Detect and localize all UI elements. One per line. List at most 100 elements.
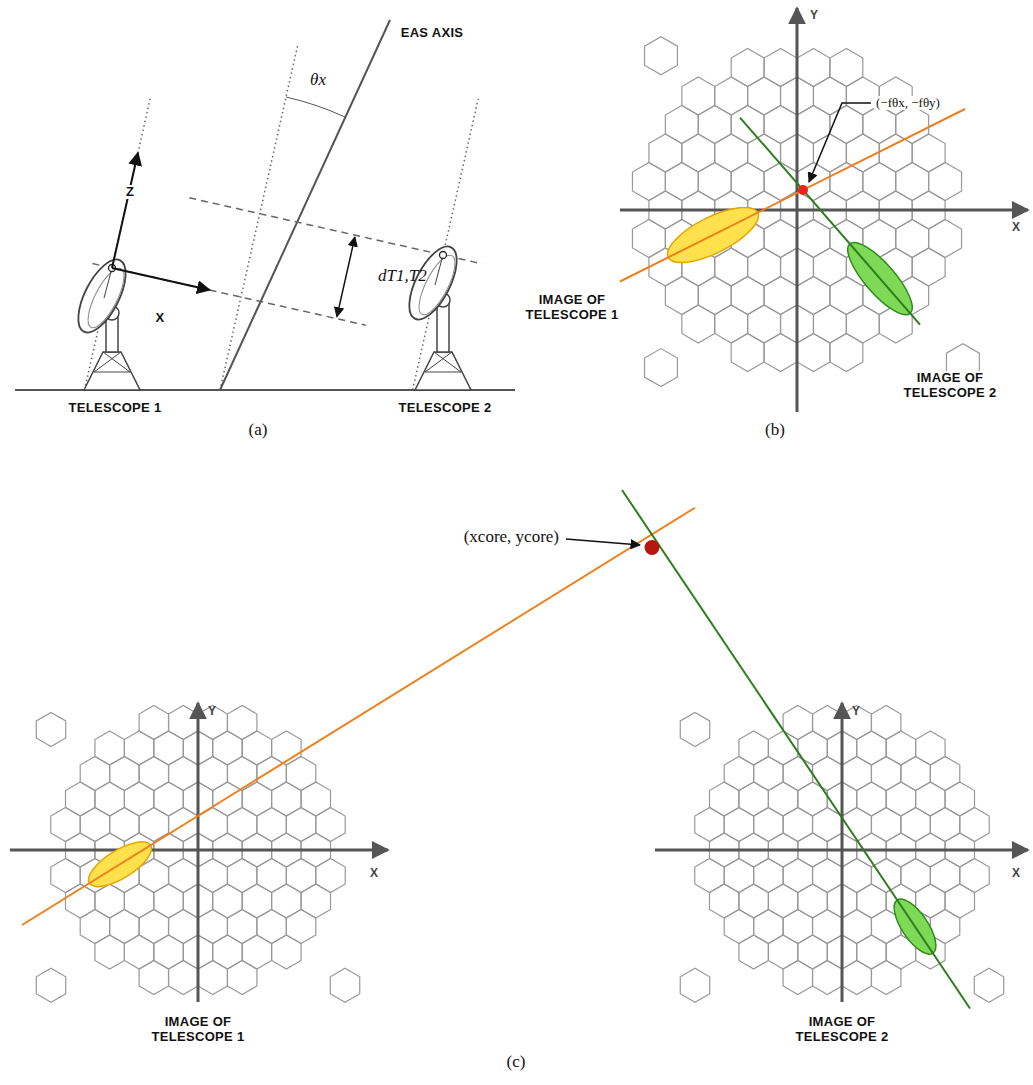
pixel-hex xyxy=(764,334,797,372)
pixel-hex xyxy=(139,910,168,944)
pixel-hex xyxy=(95,884,124,918)
pixel-hex xyxy=(748,77,781,115)
pixel-hex xyxy=(124,782,153,816)
image-caption: IMAGE OF TELESCOPE 1 xyxy=(495,293,649,323)
pixel-hex xyxy=(783,910,812,944)
image-caption: IMAGE OF TELESCOPE 2 xyxy=(873,371,1027,401)
image-caption: IMAGE OF TELESCOPE 1 xyxy=(121,1015,275,1045)
pixel-hex xyxy=(783,706,812,740)
pointing-line xyxy=(220,44,298,390)
pixel-hex xyxy=(830,277,863,315)
pixel-hex xyxy=(797,163,830,201)
pixel-hex xyxy=(912,248,945,286)
pixel-hex xyxy=(198,757,227,791)
angle-arc xyxy=(286,97,345,117)
x-axis-arrow xyxy=(112,268,210,290)
telescope xyxy=(400,240,471,390)
core-point xyxy=(645,540,660,555)
leader-arrow xyxy=(566,539,640,545)
feed-arm xyxy=(104,268,112,298)
telescope-name: TELESCOPE 2 xyxy=(397,401,494,416)
distance-arrow xyxy=(337,237,355,317)
pixel-hex xyxy=(857,731,886,765)
pixel-hex xyxy=(680,712,709,746)
panel-label: (b) xyxy=(763,420,787,440)
image-y-axis xyxy=(796,8,799,412)
pixel-hex xyxy=(227,706,256,740)
distance-label: dT1,T2 xyxy=(376,266,429,286)
pixel-hex xyxy=(257,859,286,893)
pixel-hex xyxy=(227,961,256,995)
pixel-hex xyxy=(715,134,748,172)
pixel-hex xyxy=(754,859,783,893)
pixel-hex xyxy=(169,910,198,944)
focus-point xyxy=(440,252,447,259)
pixel-hex xyxy=(242,782,271,816)
pixel-hex xyxy=(731,106,764,144)
pixel-hex xyxy=(632,163,665,201)
pixel-hex xyxy=(929,220,962,258)
pixel-hex xyxy=(830,334,863,372)
pixel-hex xyxy=(798,884,827,918)
pixel-hex xyxy=(857,935,886,969)
pixel-hex xyxy=(124,935,153,969)
pixel-hex xyxy=(36,968,65,1002)
pixel-hex xyxy=(731,334,764,372)
pixel-hex xyxy=(960,808,989,842)
pixel-hex xyxy=(665,163,698,201)
pixel-hex xyxy=(198,910,227,944)
major-axis-line xyxy=(22,508,695,925)
pixel-hex xyxy=(257,757,286,791)
pixel-hex xyxy=(863,163,896,201)
pixel-hex xyxy=(842,757,871,791)
pixel-hex xyxy=(768,782,797,816)
pointing-line xyxy=(413,99,479,390)
pixel-hex xyxy=(863,106,896,144)
pixel-hex xyxy=(813,706,842,740)
pixel-hex xyxy=(257,808,286,842)
pixel-hex xyxy=(272,731,301,765)
pixel-hex xyxy=(80,910,109,944)
axis-name: Y xyxy=(808,9,820,23)
image-x-axis xyxy=(620,209,1028,212)
pixel-hex xyxy=(871,808,900,842)
pixel-hex xyxy=(169,859,198,893)
pixel-hex xyxy=(886,782,915,816)
pixel-hex xyxy=(698,277,731,315)
pixel-hex xyxy=(154,935,183,969)
pixel-hex xyxy=(739,731,768,765)
pixel-hex xyxy=(768,731,797,765)
pixel-hex xyxy=(242,935,271,969)
telescope-tower xyxy=(437,300,449,352)
pixel-hex xyxy=(930,859,959,893)
panel-label: (c) xyxy=(505,1052,528,1072)
pixel-hex xyxy=(813,77,846,115)
pixel-hex xyxy=(124,884,153,918)
pixel-hex xyxy=(754,808,783,842)
pixel-hex xyxy=(51,859,80,893)
pixel-hex xyxy=(724,757,753,791)
pixel-hex xyxy=(257,910,286,944)
pixel-hex xyxy=(857,782,886,816)
pixel-hex xyxy=(930,757,959,791)
pixel-hex xyxy=(896,106,929,144)
axis-name: Z xyxy=(124,185,136,200)
pixel-hex xyxy=(748,248,781,286)
major-axis-line xyxy=(740,118,920,325)
pixel-hex xyxy=(227,808,256,842)
pixel-hex xyxy=(242,884,271,918)
pixel-hex xyxy=(154,731,183,765)
pixel-hex xyxy=(709,884,738,918)
pixel-hex xyxy=(731,163,764,201)
pixel-hex xyxy=(901,859,930,893)
axis-name: EAS AXIS xyxy=(399,26,466,41)
telescope xyxy=(69,253,140,390)
pixel-hex xyxy=(754,910,783,944)
pixel-hex xyxy=(169,961,198,995)
pixel-hex xyxy=(110,808,139,842)
pixel-hex xyxy=(871,961,900,995)
pixel-hex xyxy=(842,706,871,740)
pixel-hex xyxy=(783,859,812,893)
pixel-hex xyxy=(709,782,738,816)
pixel-hex xyxy=(813,859,842,893)
